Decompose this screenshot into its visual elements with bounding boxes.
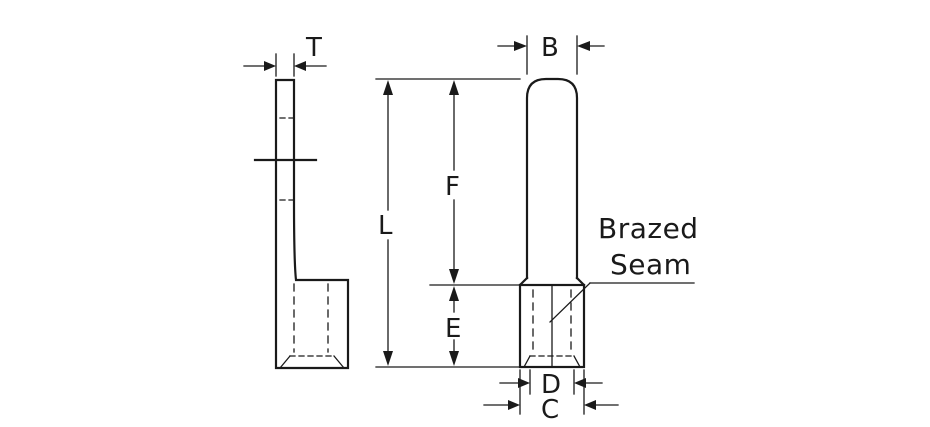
e-arrow-top: [449, 286, 459, 301]
vertical-dimensions: L F E: [375, 78, 521, 368]
front-view-transition: [518, 276, 529, 287]
front-view: B D C: [483, 33, 619, 425]
f-arrow-top: [449, 80, 459, 95]
side-view-barrel-chamfer: [279, 355, 291, 369]
f-label: F: [445, 172, 460, 202]
front-view-tongue: [525, 77, 579, 280]
t-dim-arrow-left: [264, 61, 276, 71]
c-arrow-left: [508, 400, 520, 410]
callout-leader-diagonal: [549, 282, 591, 323]
side-view-barrel-chamfer-right: [333, 355, 345, 369]
brazed-seam-callout: Brazed Seam: [549, 212, 699, 323]
d-arrow-left: [518, 378, 530, 388]
d-label: D: [541, 370, 561, 400]
b-arrow-right: [577, 41, 590, 51]
barrel-chamfer-right: [573, 355, 581, 368]
front-view-transition-right: [575, 276, 586, 287]
b-label: B: [541, 33, 559, 63]
e-label: E: [445, 314, 461, 344]
f-arrow-bottom: [449, 269, 459, 284]
barrel-chamfer-left: [523, 355, 531, 368]
c-label: C: [541, 395, 559, 425]
t-label: T: [305, 33, 322, 63]
e-arrow-bottom: [449, 351, 459, 366]
side-view: T: [243, 33, 350, 370]
l-label: L: [378, 211, 393, 241]
side-view-tongue-outline: [274, 78, 350, 370]
callout-text-line2: Seam: [610, 248, 691, 281]
d-arrow-right: [574, 378, 586, 388]
l-arrow-top: [383, 80, 393, 95]
b-arrow-left: [514, 41, 527, 51]
c-arrow-right: [584, 400, 596, 410]
callout-text-line1: Brazed: [598, 212, 699, 245]
l-arrow-bottom: [383, 351, 393, 366]
t-dim-arrow-right: [294, 61, 306, 71]
